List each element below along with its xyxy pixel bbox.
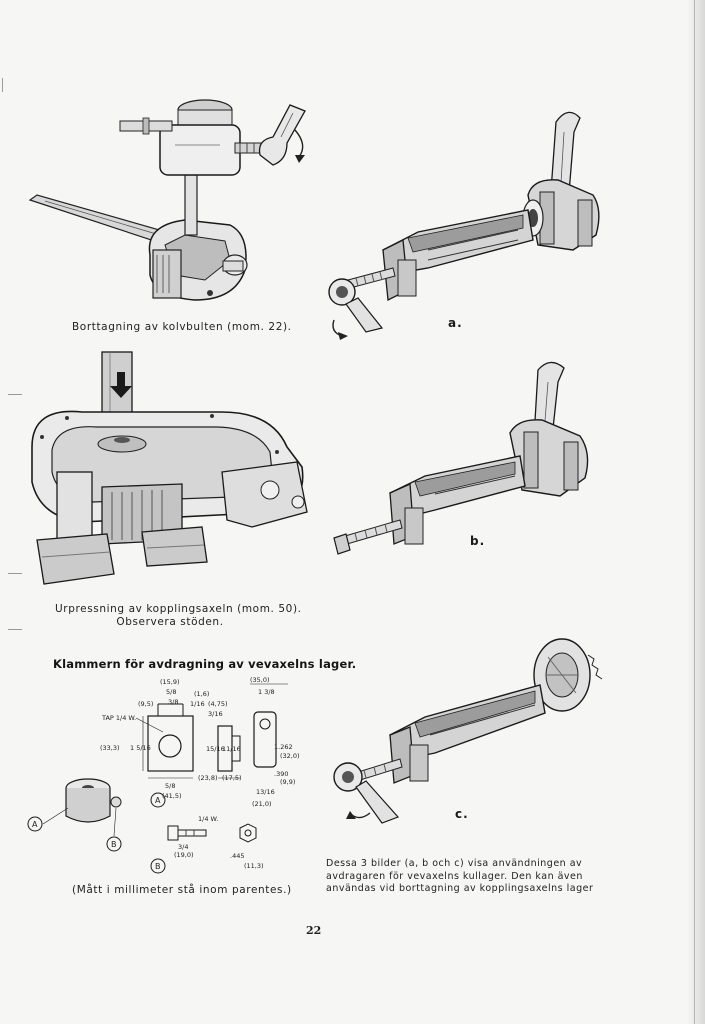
margin-mark (8, 394, 22, 395)
dim-label: 3/4 (178, 843, 188, 851)
section-title-clamp: Klammern för avdragning av vevaxelns lag… (53, 657, 357, 671)
dim-label: 1 5/16 (130, 744, 151, 752)
dim-label: (32,0) (280, 752, 300, 760)
dim-label: 3/16 (208, 710, 223, 718)
caption-clutch-shaft-line2: Observera stöden. (116, 616, 224, 628)
dim-label: (33,3) (100, 744, 120, 752)
dim-label: .390 (274, 770, 288, 778)
dim-label: 15/16 (206, 745, 225, 753)
figure-label-b: b. (470, 534, 486, 548)
page-edge-shadow (687, 0, 705, 1024)
part-label-a-drawing: A (155, 796, 161, 805)
dim-label: (17,5) (222, 774, 242, 782)
figure-label-a: a. (448, 316, 463, 330)
dim-label: (35,0) (250, 676, 270, 684)
page-number: 22 (306, 924, 322, 937)
caption-piston-pin-removal: Borttagning av kolvbulten (mom. 22). (72, 321, 292, 333)
dim-label: (9,5) (138, 700, 153, 708)
dim-label: (21,0) (252, 800, 272, 808)
dim-label: 3/8 (168, 698, 178, 706)
dim-label: 11/16 (222, 745, 241, 753)
dim-label: (11,3) (244, 862, 264, 870)
dim-label: 13/16 (256, 788, 275, 796)
dim-label: (19,0) (174, 851, 194, 859)
bottom-note-line: avdragaren för vevaxelns kullager. Den k… (326, 870, 583, 882)
dim-label: (23,8) (198, 774, 218, 782)
figure-label-c: c. (455, 807, 469, 821)
part-label-b-iso: B (111, 840, 117, 849)
dim-label: (1,6) (194, 690, 209, 698)
part-label-a-iso: A (32, 820, 38, 829)
illustration-bearing-puller-c (330, 635, 610, 835)
illustration-bearing-puller-a (328, 100, 618, 340)
part-label-b-drawing: B (155, 862, 161, 871)
illustration-bearing-puller-b (330, 358, 610, 568)
dim-label: (9,9) (280, 778, 295, 786)
page-edge-line (694, 0, 695, 1024)
caption-measurement-note: (Mått i millimeter stå inom parentes.) (72, 884, 292, 896)
margin-mark (8, 629, 22, 630)
caption-clutch-shaft-line1: Urpressning av kopplingsaxeln (mom. 50). (55, 603, 302, 615)
dim-label: (4,75) (208, 700, 228, 708)
dim-label: TAP 1/4 W. (101, 714, 136, 722)
dim-label: .445 (230, 852, 244, 860)
technical-drawing-clamp: (15,9) 5/8 (9,5) 3/8 (1,6) 1/16 (4,75) 3… (18, 676, 318, 876)
illustration-piston-pin-removal (25, 85, 306, 315)
dim-label: 1/4 W. (198, 815, 218, 823)
margin-mark (8, 573, 22, 574)
dim-label: 1.262 (274, 743, 293, 751)
dim-label: 5/8 (166, 688, 176, 696)
margin-mark (2, 78, 3, 92)
bottom-note: Dessa 3 bilder (a, b och c) visa användn… (326, 858, 602, 896)
dim-label: 5/8 (165, 782, 175, 790)
bottom-note-line: användas vid borttagning av kopplingsaxe… (326, 883, 594, 894)
dim-label: 1 3/8 (258, 688, 275, 696)
dim-label: 1/16 (190, 700, 205, 708)
dim-label: (41,5) (162, 792, 182, 800)
illustration-clutch-shaft-press (22, 351, 322, 602)
dim-label: (15,9) (160, 678, 180, 686)
bottom-note-line: Dessa 3 bilder (a, b och c) visa användn… (326, 858, 583, 869)
